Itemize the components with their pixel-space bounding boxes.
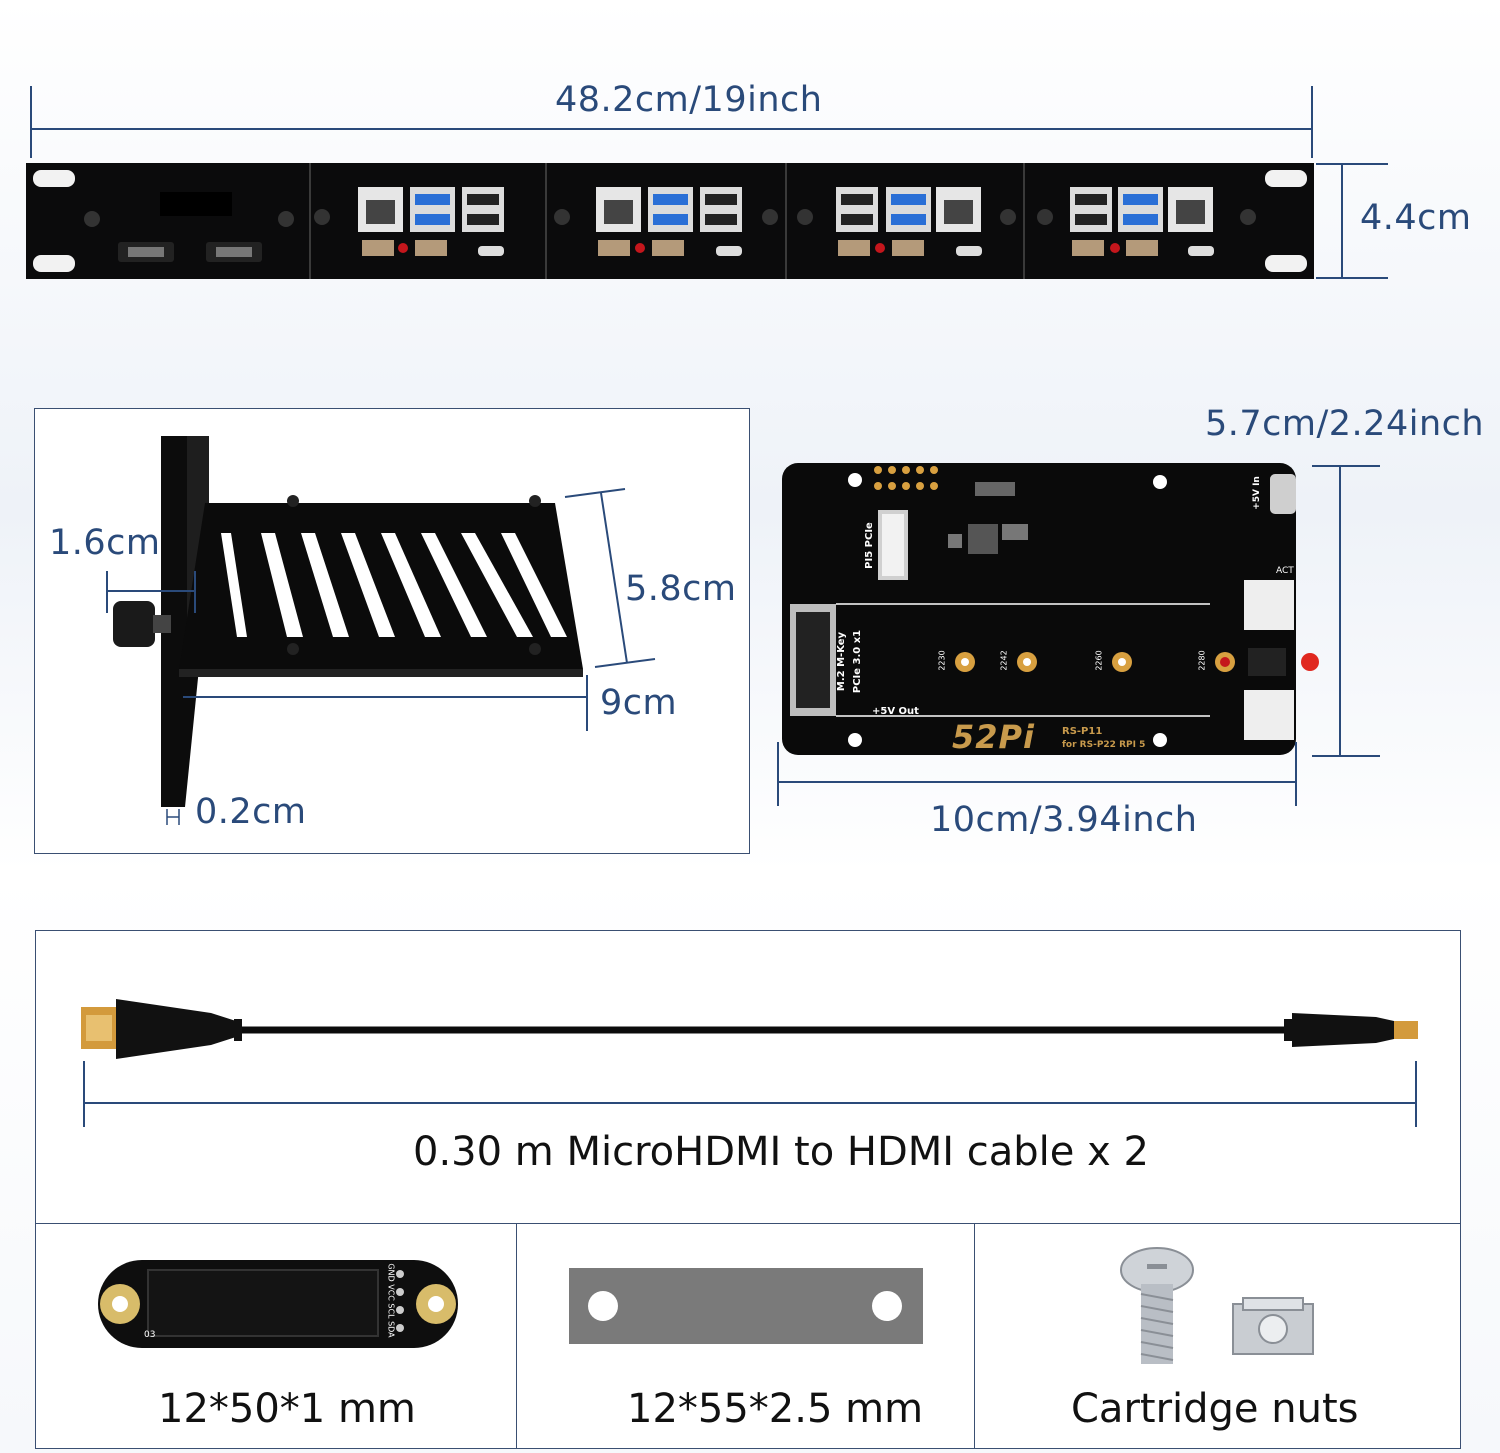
bracket-box: 1.6cm 5.8cm 9cm 0.2cm xyxy=(34,408,750,854)
bracket-length-label: 9cm xyxy=(600,683,678,723)
rack-width-label: 48.2cm/19inch xyxy=(555,80,823,120)
spacer-plate-icon xyxy=(569,1268,923,1344)
cable-box: 0.30 m MicroHDMI to HDMI cable x 2 xyxy=(35,930,1461,1225)
pcb-silk-pcie: PI5 PCIe xyxy=(863,522,875,569)
pcb-silk-2280: 2280 xyxy=(1197,650,1207,671)
rack-height-dimension xyxy=(1316,163,1388,279)
hdmi-cable-drawing xyxy=(81,999,1418,1127)
rack-width-dimension xyxy=(30,86,1313,158)
accessory-label-spacer: 12*55*2.5 mm xyxy=(627,1386,924,1432)
bracket-plate-label: 0.2cm xyxy=(195,792,307,832)
pcb-silk-5v-out: +5V Out xyxy=(872,706,919,717)
accessory-cell-nuts: Cartridge nuts xyxy=(974,1223,1461,1449)
pcb-silk-m2: M.2 M-Key xyxy=(836,631,848,692)
pcb-silk-model-sub: for RS-P22 RPI 5 xyxy=(1062,740,1146,750)
cable-caption: 0.30 m MicroHDMI to HDMI cable x 2 xyxy=(413,1129,1149,1175)
pcb-silk-model: RS-P11 xyxy=(1062,726,1103,737)
cage-nut-icon xyxy=(1120,1247,1314,1364)
bracket-drawing xyxy=(106,436,656,825)
pcb-board xyxy=(777,463,1380,806)
oled-pin-silk: GND VCC SCL SDA xyxy=(386,1263,396,1338)
pcb-brand-logo: 52Pi xyxy=(952,718,1035,756)
pcb-silk-2230: 2230 xyxy=(937,650,947,671)
pcb-height-label: 5.7cm/2.24inch xyxy=(1205,404,1485,444)
bracket-thickness-label: 1.6cm xyxy=(49,523,161,563)
oled-board-icon xyxy=(98,1260,458,1348)
rack-panel xyxy=(26,163,1314,279)
bracket-depth-label: 5.8cm xyxy=(625,569,737,609)
oled-id-silk: 03 xyxy=(144,1330,156,1340)
rack-height-label: 4.4cm xyxy=(1360,198,1472,238)
pcb-width-label: 10cm/3.94inch xyxy=(930,800,1198,840)
accessory-cell-oled: GND VCC SCL SDA 03 12*50*1 mm xyxy=(35,1223,518,1449)
pcb-silk-2242: 2242 xyxy=(999,650,1009,671)
accessory-cell-spacer: 12*55*2.5 mm xyxy=(516,1223,976,1449)
pcb-silk-5v-in: +5V In xyxy=(1251,476,1262,510)
accessory-label-nuts: Cartridge nuts xyxy=(1071,1386,1359,1432)
pcb-silk-2260: 2260 xyxy=(1094,650,1104,671)
accessory-label-oled: 12*50*1 mm xyxy=(158,1386,416,1432)
pcb-silk-pcie-gen: PCIe 3.0 x1 xyxy=(852,629,864,694)
pcb-silk-act: ACT xyxy=(1276,566,1294,576)
